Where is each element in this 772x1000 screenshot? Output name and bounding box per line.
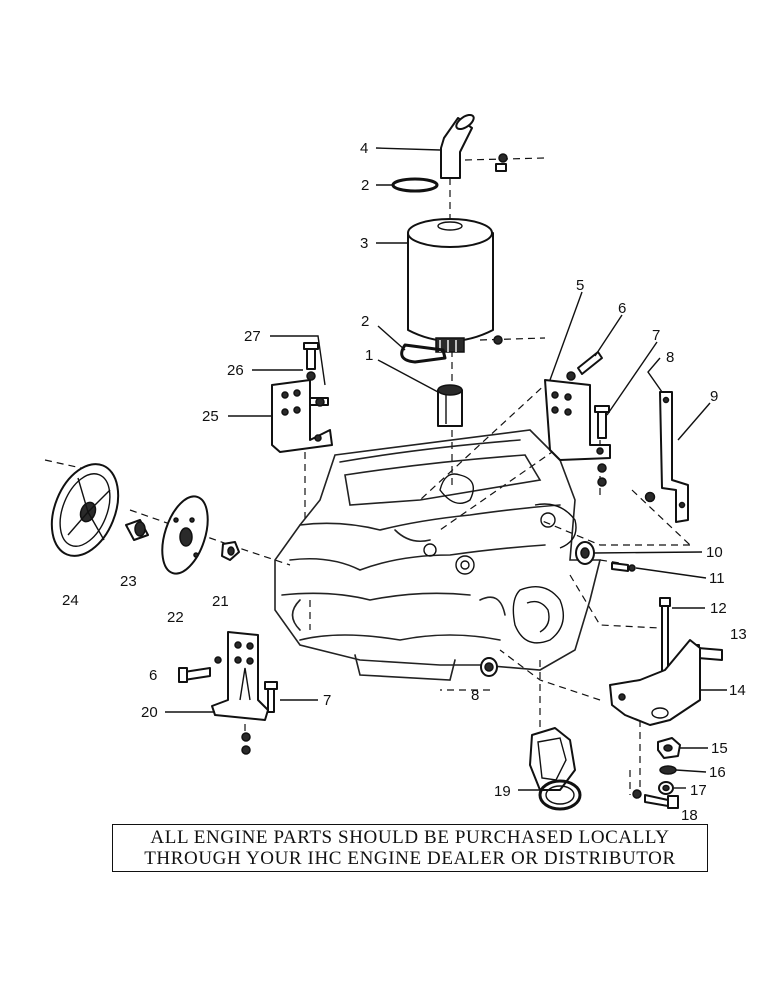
callout-9: 9 (710, 388, 718, 405)
callout-4: 4 (360, 140, 368, 157)
callout-19: 19 (494, 783, 511, 800)
part-11-bolt (611, 562, 636, 572)
part-17-washer (658, 781, 674, 795)
callout-13: 13 (730, 626, 747, 643)
engine-block (274, 429, 602, 681)
callout-17: 17 (690, 782, 707, 799)
part-2-clamp-top (391, 177, 439, 193)
callout-15: 15 (711, 740, 728, 757)
callout-8: 8 (471, 687, 479, 704)
callout-16: 16 (709, 764, 726, 781)
part-18-bolt (632, 789, 679, 809)
callout-21: 21 (212, 593, 229, 610)
part-21-nut (221, 541, 240, 561)
callout-1: 1 (365, 347, 373, 364)
callout-6: 6 (149, 667, 157, 684)
callout-7: 7 (652, 327, 660, 344)
callout-12: 12 (710, 600, 727, 617)
clamp-hardware-top (495, 153, 508, 172)
callout-26: 26 (227, 362, 244, 379)
part-6-bolt-upper (566, 351, 603, 381)
callout-14: 14 (729, 682, 746, 699)
part-7-bolt-lower (241, 681, 278, 755)
callout-22: 22 (167, 609, 184, 626)
callout-7: 7 (323, 692, 331, 709)
part-5-bracket (544, 379, 611, 461)
notice-line-2: THROUGH YOUR IHC ENGINE DEALER OR DISTRI… (144, 848, 676, 869)
callout-25: 25 (202, 408, 219, 425)
part-23-hub (125, 519, 149, 541)
part-25-bracket (271, 379, 333, 453)
part-16-washer (659, 765, 677, 775)
part-24-pulley (50, 463, 120, 557)
leader-lines (165, 147, 727, 791)
callout-27: 27 (244, 328, 261, 345)
part-1-adapter (437, 384, 463, 427)
part-14-mount-bracket (609, 639, 701, 726)
callout-2: 2 (361, 313, 369, 330)
callout-labels: 1 2 2 3 4 5 6 6 7 7 8 8 9 10 11 12 13 14… (62, 140, 747, 824)
callout-18: 18 (681, 807, 698, 824)
callout-8: 8 (666, 349, 674, 366)
callout-2: 2 (361, 177, 369, 194)
part-22-plate (161, 495, 209, 575)
callout-11: 11 (709, 570, 725, 587)
part-3-air-cleaner (407, 218, 494, 353)
part-15-nut (657, 737, 681, 759)
part-26-27-bolt-washer (303, 342, 329, 407)
part-7-bolt-upper (594, 405, 610, 487)
part-8-fitting-lower (480, 657, 498, 677)
purchase-notice-box: ALL ENGINE PARTS SHOULD BE PURCHASED LOC… (112, 824, 708, 872)
notice-line-1: ALL ENGINE PARTS SHOULD BE PURCHASED LOC… (150, 827, 670, 848)
callout-10: 10 (706, 544, 723, 561)
assembly-lines (44, 157, 691, 795)
callout-20: 20 (141, 704, 158, 721)
callout-3: 3 (360, 235, 368, 252)
callout-6: 6 (618, 300, 626, 317)
part-6-bolt-lower (178, 656, 222, 683)
part-19-filter (529, 727, 582, 811)
part-9-strap (644, 391, 689, 523)
callout-23: 23 (120, 573, 137, 590)
part-2-clamp-lower (400, 335, 503, 364)
part-10-spacer (575, 541, 595, 565)
part-20-front-bracket (211, 631, 269, 721)
part-4-elbow (440, 113, 475, 179)
callout-24: 24 (62, 592, 79, 609)
callout-5: 5 (576, 277, 584, 294)
